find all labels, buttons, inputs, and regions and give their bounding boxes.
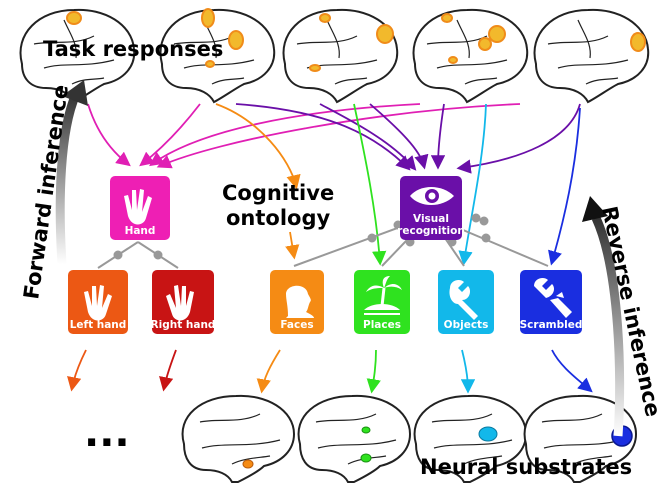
node-scrambled[interactable]: Scrambled bbox=[520, 270, 583, 334]
node-scrambled-label: Scrambled bbox=[520, 319, 583, 331]
node-places-label: Places bbox=[363, 319, 401, 331]
substrate-brain-faces bbox=[181, 394, 295, 483]
task-brain-2 bbox=[159, 8, 276, 103]
forward-inference-label: Forward inference bbox=[19, 83, 73, 301]
node-objects-label: Objects bbox=[444, 319, 489, 331]
node-right-hand-label: Right hand bbox=[151, 319, 216, 331]
forward-arrows bbox=[87, 103, 581, 266]
right-hand-icon bbox=[166, 285, 194, 321]
task-responses-label: Task responses bbox=[43, 37, 223, 61]
task-brain-1 bbox=[19, 8, 136, 103]
node-left-hand-label: Left hand bbox=[70, 319, 127, 331]
ontology-to-faces-arrow bbox=[285, 231, 300, 260]
eye-icon bbox=[410, 187, 454, 205]
cognitive-ontology-label-line1: Cognitive bbox=[222, 181, 334, 205]
substrate-brain-objects bbox=[413, 394, 527, 483]
node-places[interactable]: Places bbox=[354, 270, 410, 334]
node-objects[interactable]: Objects bbox=[438, 270, 494, 334]
task-brain-4 bbox=[412, 8, 529, 103]
ellipsis-label: ... bbox=[84, 410, 130, 456]
node-hand-label: Hand bbox=[125, 225, 156, 237]
wrench-icon bbox=[449, 280, 478, 320]
substrate-arrows bbox=[67, 349, 593, 394]
substrate-brain-places bbox=[297, 394, 411, 483]
neural-substrates-label: Neural substrates bbox=[420, 455, 632, 479]
node-visual-label-line1: Visual bbox=[413, 213, 449, 225]
cognitive-ontology-label-line2: ontology bbox=[226, 206, 331, 230]
node-visual-recognition[interactable]: Visual recognition bbox=[397, 176, 465, 240]
scrambled-wrench-icon bbox=[534, 278, 572, 318]
node-left-hand[interactable]: Left hand bbox=[68, 270, 128, 334]
island-icon bbox=[364, 276, 402, 315]
node-hand[interactable]: Hand bbox=[110, 176, 170, 240]
hand-icon bbox=[124, 189, 152, 225]
reverse-inference-label: Reverse inference bbox=[597, 204, 660, 419]
reverse-inference-arrow bbox=[582, 196, 625, 437]
left-hand-icon bbox=[84, 285, 112, 321]
node-right-hand[interactable]: Right hand bbox=[151, 270, 216, 334]
node-faces-label: Faces bbox=[280, 319, 313, 331]
task-brain-5 bbox=[533, 8, 650, 103]
face-icon bbox=[286, 285, 314, 318]
node-faces[interactable]: Faces bbox=[270, 270, 324, 334]
forward-inference-arrow bbox=[55, 80, 88, 265]
node-visual-label-line2: recognition bbox=[397, 225, 465, 237]
task-brain-3 bbox=[282, 8, 399, 103]
